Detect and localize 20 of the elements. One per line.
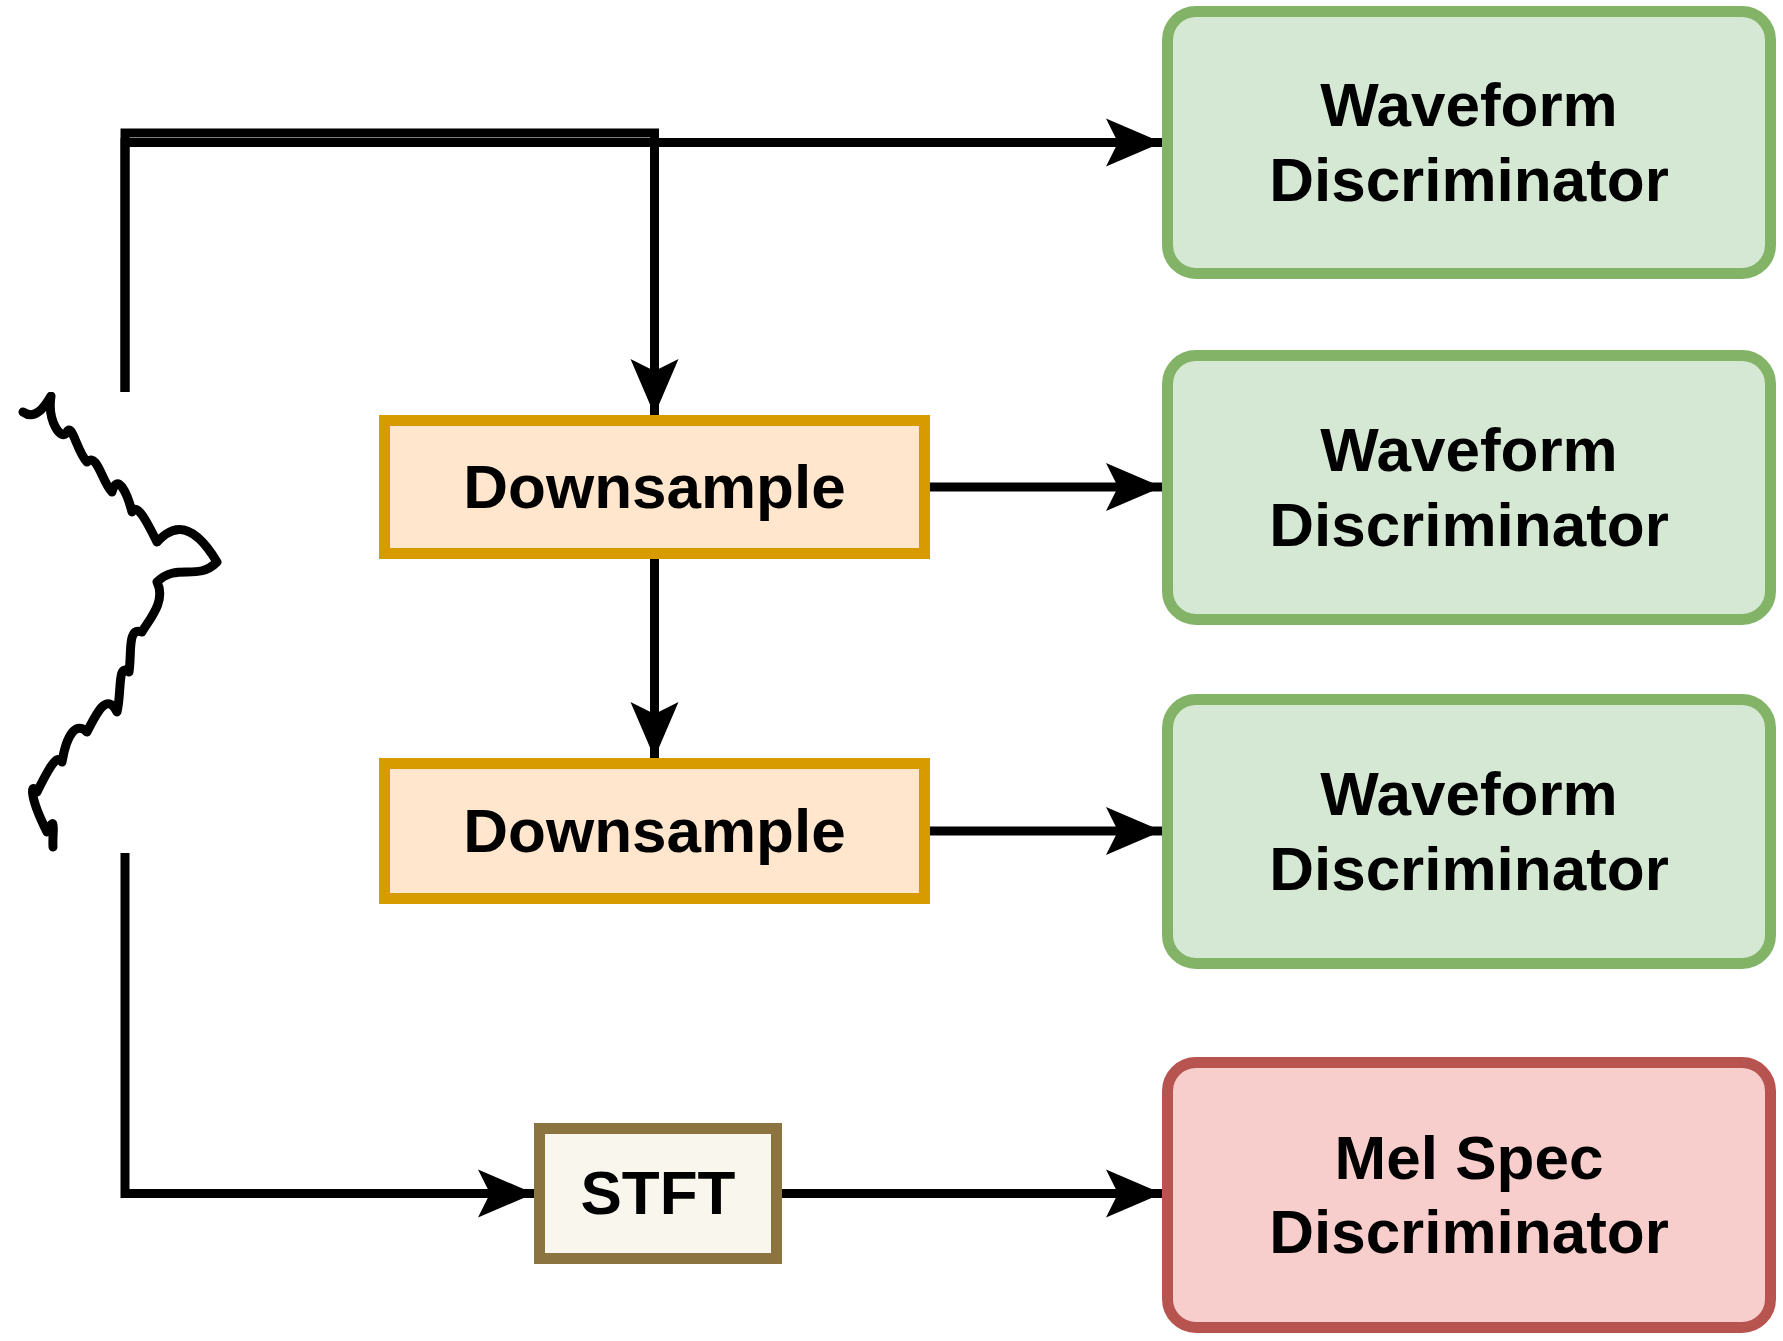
discriminator-box (1162, 350, 1776, 625)
discriminator-box (1162, 6, 1776, 279)
discriminator-box (1162, 1057, 1776, 1333)
node-label: Waveform Discriminator (1268, 69, 1670, 216)
node-label: Mel Spec Discriminator (1268, 1121, 1670, 1268)
process-box (534, 1123, 782, 1264)
discriminator-box (1162, 694, 1776, 969)
arrow (782, 1169, 1162, 1218)
arrow (930, 807, 1162, 855)
node-label: STFT (580, 1157, 736, 1230)
process-box (379, 758, 930, 904)
arrow (120, 853, 534, 1218)
arrow (630, 559, 679, 758)
node-label: Waveform Discriminator (1268, 758, 1670, 905)
node-label: Downsample (463, 450, 846, 523)
arrow (930, 463, 1162, 511)
node-label: Downsample (463, 794, 846, 867)
node-label: Waveform Discriminator (1268, 414, 1670, 561)
arrow (120, 128, 679, 415)
process-box (379, 415, 930, 559)
